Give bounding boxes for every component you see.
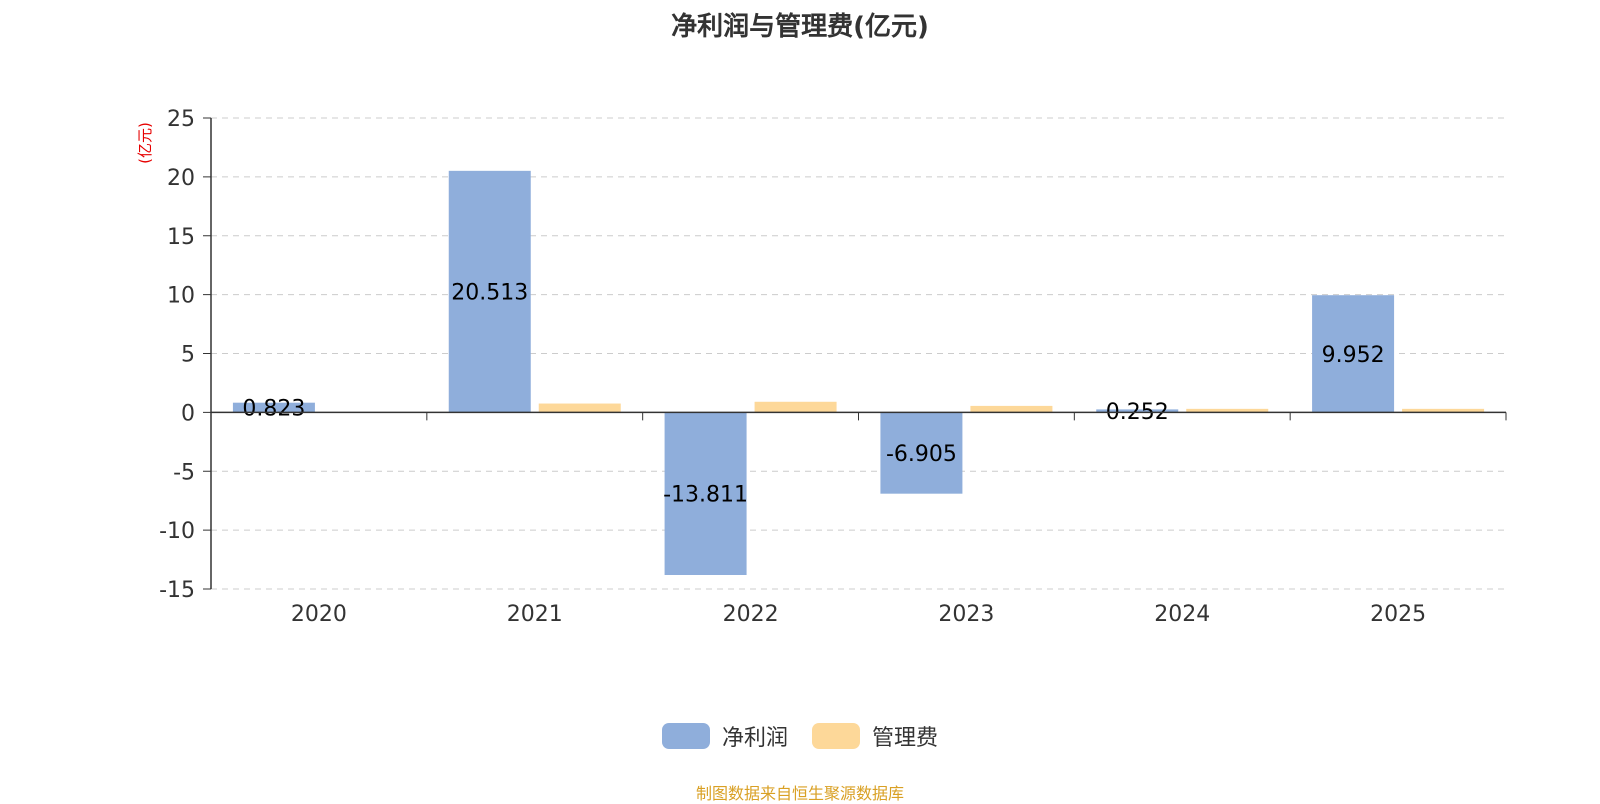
x-tick-label: 2021 xyxy=(507,602,563,627)
data-label-net-profit-2023: -6.905 xyxy=(886,442,957,467)
bar-net-profit-2023 xyxy=(880,412,963,494)
bar-admin-expense-2021 xyxy=(538,403,621,413)
y-axis-unit-label: (亿元) xyxy=(136,122,154,164)
bar-admin-expense-2023 xyxy=(970,405,1053,413)
legend: 净利润 管理费 xyxy=(0,720,1600,752)
x-tick-label: 2025 xyxy=(1370,602,1426,627)
y-tick-label: -10 xyxy=(159,519,195,544)
y-tick-label: 5 xyxy=(181,343,195,368)
bar-net-profit-2024 xyxy=(1096,409,1179,413)
x-tick-label: 2024 xyxy=(1154,602,1210,627)
legend-item-admin-expense[interactable]: 管理费 xyxy=(812,720,938,752)
bar-net-profit-2021 xyxy=(448,170,531,413)
bar-admin-expense-2022 xyxy=(754,401,837,413)
chart-title: 净利润与管理费(亿元) xyxy=(671,12,929,42)
y-tick-label: -5 xyxy=(173,460,195,485)
bar-admin-expense-2024 xyxy=(1186,408,1269,413)
data-label-net-profit-2020: 0.823 xyxy=(242,397,305,422)
bar-net-profit-2022 xyxy=(664,412,747,575)
y-tick-label: 15 xyxy=(167,225,195,250)
legend-item-net-profit[interactable]: 净利润 xyxy=(661,720,788,752)
bar-net-profit-2020 xyxy=(232,402,315,413)
legend-label-admin-expense: 管理费 xyxy=(872,726,939,751)
legend-swatch-admin-expense xyxy=(812,723,860,749)
legend-label-net-profit: 净利润 xyxy=(721,726,788,751)
data-source-note: 制图数据来自恒生聚源数据库 xyxy=(695,784,904,803)
bar-net-profit-2025 xyxy=(1312,295,1395,413)
y-tick-label: 10 xyxy=(167,284,195,309)
x-tick-label: 2022 xyxy=(723,602,779,627)
data-label-net-profit-2021: 20.513 xyxy=(451,281,528,306)
x-tick-label: 2023 xyxy=(938,602,994,627)
y-tick-label: 20 xyxy=(167,166,195,191)
data-label-net-profit-2022: -13.811 xyxy=(663,483,748,508)
legend-swatch-net-profit xyxy=(661,723,710,749)
data-label-net-profit-2025: 9.952 xyxy=(1322,343,1385,368)
x-tick-label: 2020 xyxy=(291,602,347,627)
y-tick-label: -15 xyxy=(159,578,195,603)
bar-admin-expense-2025 xyxy=(1402,408,1485,413)
y-tick-label: 0 xyxy=(181,401,195,426)
bar-chart: 25 20 15 10 5 0 -5 -10 -15 (亿元) 0.823 20.513 -13.811… xyxy=(136,107,1507,627)
y-tick-label: 25 xyxy=(167,107,195,132)
